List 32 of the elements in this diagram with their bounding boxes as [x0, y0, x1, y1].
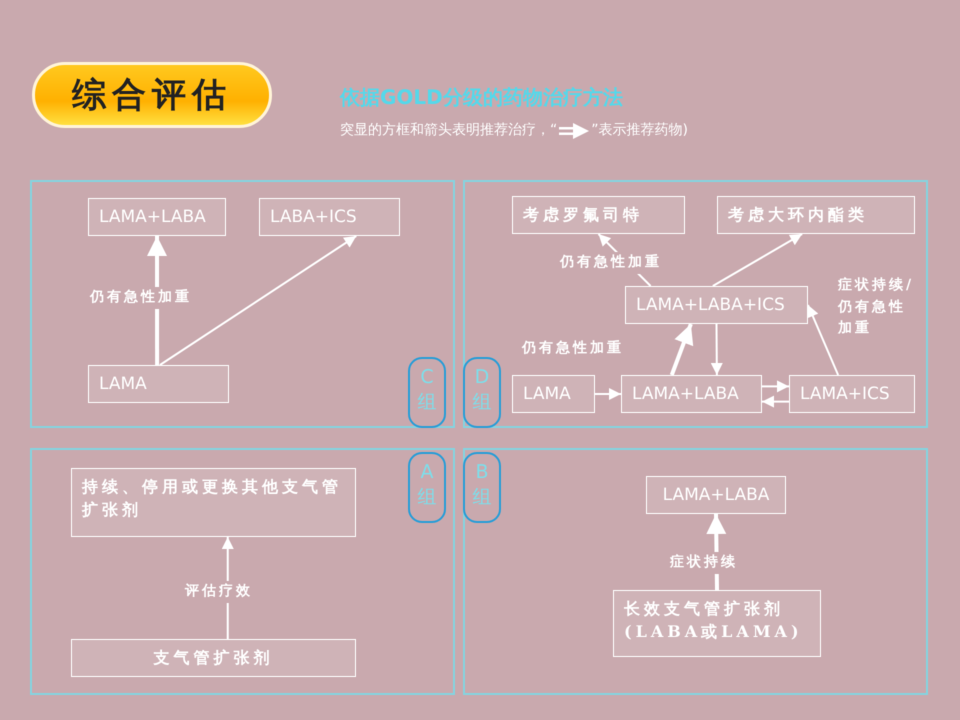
subtitle-text: 突显的方框和箭头表明推荐治疗，“: [340, 121, 558, 139]
drug-box: LAMA: [88, 365, 229, 403]
group-badge: C组: [408, 357, 446, 428]
arrow: [807, 304, 840, 376]
drug-box: LAMA+LABA: [646, 476, 786, 514]
group-panel: [30, 448, 455, 695]
arrow: [159, 235, 357, 366]
arrow: [595, 388, 621, 400]
group-badge: B组: [463, 452, 501, 523]
drug-box: LABA+ICS: [259, 198, 400, 236]
drug-box: LAMA+ICS: [789, 375, 915, 413]
drug-box: 考虑大环内酯类: [717, 196, 915, 234]
drug-box: LAMA+LABA: [621, 375, 762, 413]
group-badge: D组: [463, 357, 501, 428]
heading: 依据GOLD分级的药物治疗方法: [340, 84, 623, 111]
drug-box: 支气管扩张剂: [71, 639, 356, 677]
group-panel: [463, 448, 928, 695]
arrow: [670, 323, 694, 376]
arrow: [712, 233, 803, 287]
arrow: [762, 380, 789, 392]
drug-box: 考虑罗氟司特: [512, 196, 685, 234]
group-panel: [30, 180, 455, 428]
drug-box: LAMA+LABA+ICS: [625, 286, 808, 324]
arrow: [762, 396, 789, 408]
drug-box: LAMA+LABA: [88, 198, 226, 236]
subtitle-text: ”表示推荐药物): [591, 121, 688, 139]
arrow: [710, 324, 723, 375]
group-badge: A组: [408, 452, 446, 523]
drug-box: 持续、停用或更换其他支气管扩张剂: [71, 468, 356, 537]
title-banner: 综合评估: [32, 62, 272, 128]
drug-box: 长效支气管扩张剂(LABA或LAMA): [613, 590, 821, 657]
drug-box: LAMA: [512, 375, 595, 413]
